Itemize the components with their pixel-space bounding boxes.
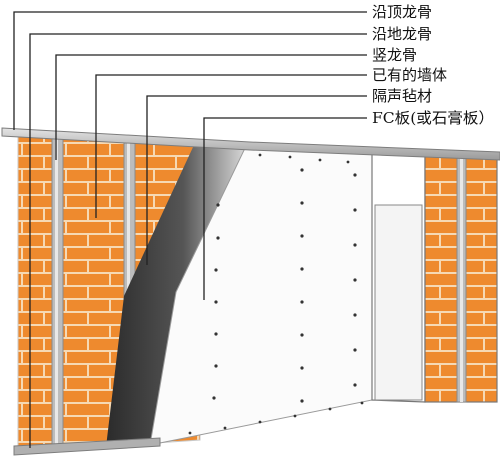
label-floor-track: 沿地龙骨 [372,25,432,43]
floor-track [13,437,161,456]
label-top-track: 沿顶龙骨 [372,3,432,21]
door-frame [371,153,426,403]
leader-floor-track [29,33,367,448]
label-board: FC板(或石膏板） [372,109,494,127]
top-track [1,127,500,161]
screw-dots [188,153,364,435]
leader-stud [55,54,367,160]
labels: 沿顶龙骨 沿地龙骨 竖龙骨 已有的墙体 隔声毡材 FC板(或石膏板） [372,3,494,127]
right-brick-section [424,155,498,403]
leader-lines [13,11,367,448]
label-existing-wall: 已有的墙体 [372,66,447,84]
leader-top-track [13,11,367,130]
leader-insulation [146,95,367,265]
label-insulation: 隔声毡材 [372,87,432,105]
leader-existing-wall [95,74,367,218]
sound-insulation-blanket [106,145,246,447]
leader-board [203,117,367,300]
label-stud: 竖龙骨 [372,46,417,64]
